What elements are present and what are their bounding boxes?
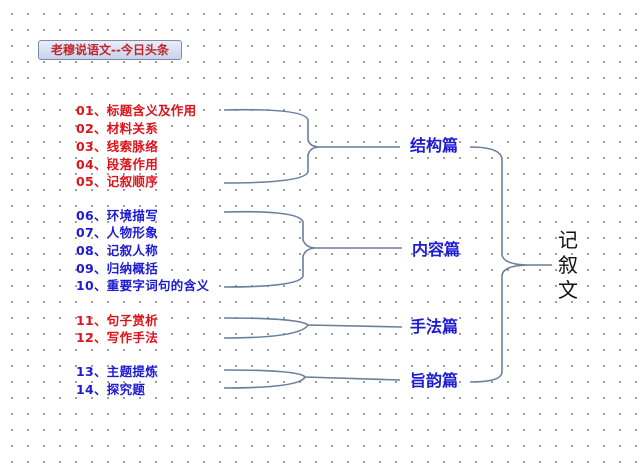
root-node: 记 叙 文 [556, 228, 580, 303]
list-item: 05、记叙顺序 [76, 174, 158, 189]
list-item: 11、句子赏析 [76, 313, 158, 328]
list-item: 12、写作手法 [76, 330, 158, 345]
category-technique: 手法篇 [410, 317, 459, 336]
bracket-theme [223, 369, 401, 389]
source-badge: 老穆说语文--今日头条 [38, 40, 182, 60]
list-item: 03、线索脉络 [76, 139, 158, 154]
list-item: 07、人物形象 [76, 225, 158, 240]
root-char: 文 [558, 278, 578, 302]
list-item: 13、主题提炼 [76, 364, 158, 379]
list-item: 01、标题含义及作用 [76, 103, 197, 118]
list-item: 04、段落作用 [76, 157, 158, 172]
bracket-root [469, 146, 552, 383]
list-item: 02、材料关系 [76, 121, 158, 136]
list-item: 10、重要字词句的含义 [76, 278, 210, 293]
bracket-content [223, 210, 402, 288]
list-item: 09、归纳概括 [76, 261, 158, 276]
root-char: 记 [558, 228, 578, 252]
list-item: 06、环境描写 [76, 208, 158, 223]
list-item: 14、探究题 [76, 382, 146, 397]
category-content: 内容篇 [412, 240, 461, 259]
bracket-structure [223, 108, 400, 184]
list-item: 08、记叙人称 [76, 243, 158, 258]
category-theme: 旨韵篇 [410, 371, 459, 390]
bracket-technique [223, 317, 403, 339]
root-char: 叙 [558, 253, 578, 277]
category-structure: 结构篇 [410, 136, 459, 155]
